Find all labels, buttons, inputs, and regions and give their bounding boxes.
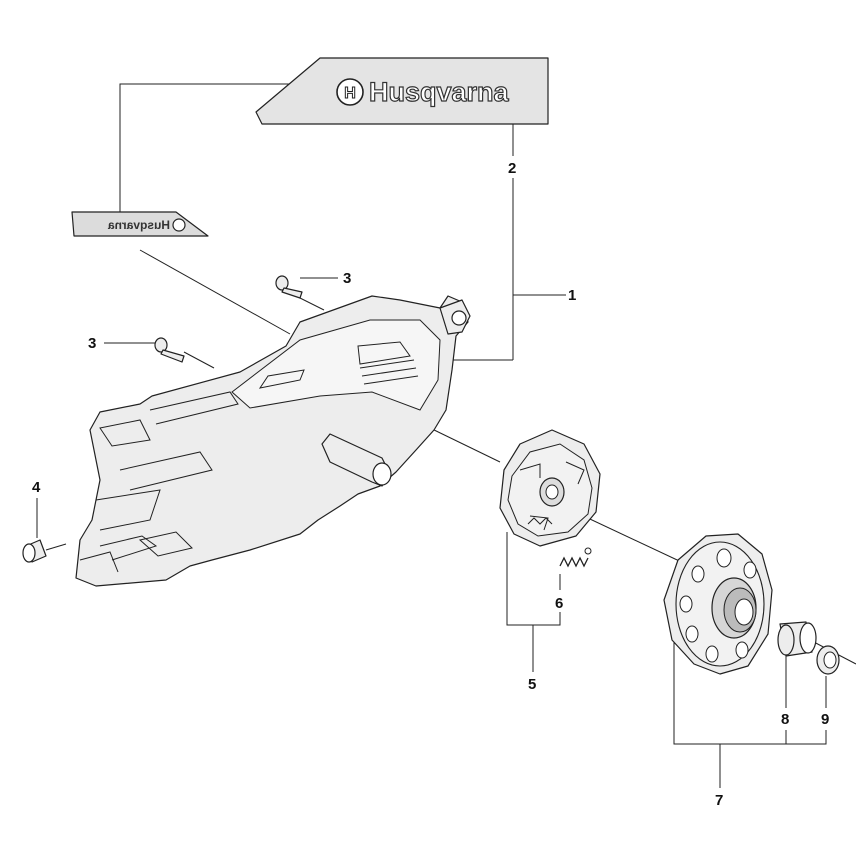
callout-4: 4 [32,479,41,496]
axis-clutch-drum [574,511,691,567]
callout-9: 9 [821,711,829,728]
callout-1: 1 [568,287,576,304]
leader-7-bracket [673,636,827,745]
leader-4-axis [45,543,67,551]
leader-lines [36,83,856,788]
clutch-assembly [499,429,601,547]
washer [816,645,840,675]
decal-small-brand: Husqvarna [108,218,170,232]
svg-text:H: H [344,85,356,102]
clutch-drum [663,533,773,675]
leader-decal-link [119,83,300,212]
callout-3-lower: 3 [88,335,96,352]
clutch-spring [559,547,592,568]
callout-6: 6 [555,595,563,612]
husqvarna-logo-icon: H [336,78,364,106]
cover-boss [372,462,392,486]
sleeve-part [22,539,47,563]
cover-vents [357,341,419,385]
callout-8: 8 [781,711,789,728]
screw-lower [154,337,185,363]
callout-3-upper: 3 [343,270,351,287]
leader-3a-axis [295,295,325,311]
screw-upper [275,275,303,299]
leader-small-decal [139,249,291,335]
callout-labels: 1 2 3 3 4 5 6 7 8 9 [32,160,829,809]
callout-5: 5 [528,676,536,693]
leader-3b-axis [183,351,215,369]
needle-bearing [777,621,817,657]
clutch-cover [75,295,471,587]
leader-5-bracket [506,532,561,626]
decal-large-brand: Husqvarna [369,77,510,107]
decal-small: Husqvarna [71,211,209,237]
husqvarna-logo-mirrored-icon [172,218,186,232]
decal-large: H Husqvarna [255,57,549,125]
drum-vent-holes [679,548,757,663]
cover-mount-hole [451,310,467,326]
axis-cover-clutch [429,427,501,463]
callout-7: 7 [715,792,723,809]
callout-2: 2 [508,160,516,177]
